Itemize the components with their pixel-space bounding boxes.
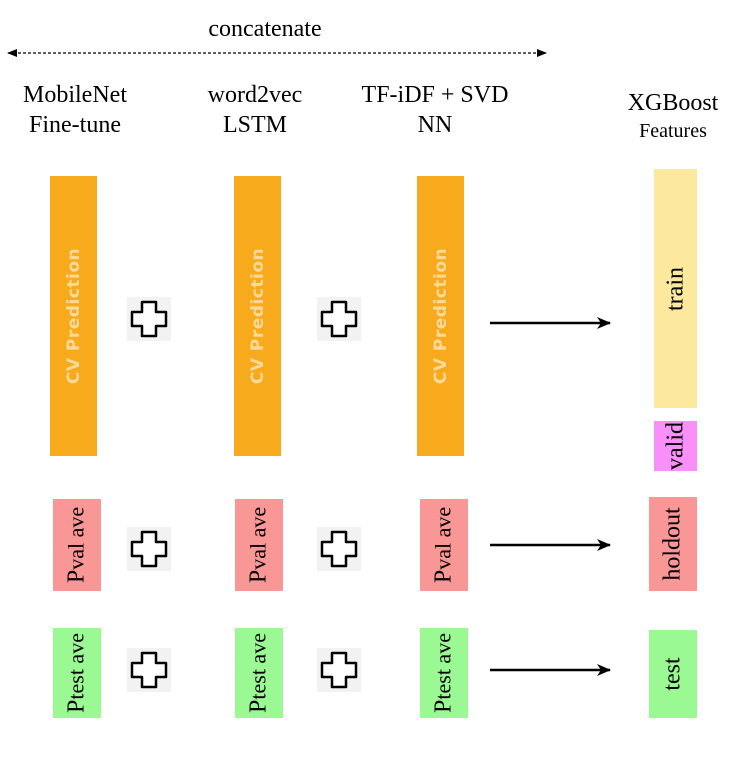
plus-icon <box>317 527 361 571</box>
feature-test-bar: test <box>649 630 697 718</box>
ptest-label: Ptest ave <box>246 633 273 713</box>
ptest-main: P <box>63 699 90 713</box>
cv-prediction-bar-mobilenet: CV Prediction <box>50 176 97 456</box>
pval-label: Pval ave <box>246 507 273 583</box>
pval-bar-mobilenet: Pval ave <box>53 499 101 591</box>
title-xgboost-line1: XGBoost <box>627 90 719 116</box>
cv-prediction-label: CV Prediction <box>430 247 451 385</box>
plus-icon <box>317 648 361 692</box>
ptest-sub: test ave <box>245 633 271 700</box>
ptest-label: Ptest ave <box>64 633 91 713</box>
title-word2vec-line2: LSTM <box>222 112 287 138</box>
title-mobilenet-line1: MobileNet <box>23 82 127 108</box>
ptest-sub: test ave <box>430 633 456 700</box>
plus-icon <box>317 297 361 341</box>
ptest-bar-mobilenet: Ptest ave <box>53 628 101 718</box>
pval-label: Pval ave <box>64 507 91 583</box>
feature-train-label: train <box>662 266 688 311</box>
ptest-bar-tfidf: Ptest ave <box>420 628 468 718</box>
feature-valid-bar: valid <box>654 421 697 471</box>
feature-holdout-label: holdout <box>659 507 686 581</box>
ptest-label: Ptest ave <box>431 633 458 713</box>
feature-train-bar: train <box>654 169 697 408</box>
title-word2vec: word2vec LSTM <box>180 80 330 140</box>
ptest-sub: test ave <box>63 633 89 700</box>
ptest-bar-word2vec: Ptest ave <box>235 628 283 718</box>
pval-sub: val ave <box>63 506 89 570</box>
pval-main: P <box>430 569 457 584</box>
title-word2vec-line1: word2vec <box>207 82 303 108</box>
pval-bar-word2vec: Pval ave <box>235 499 283 591</box>
cv-prediction-bar-word2vec: CV Prediction <box>234 176 281 456</box>
pval-main: P <box>63 569 90 584</box>
pval-bar-tfidf: Pval ave <box>420 499 468 591</box>
pval-sub: val ave <box>245 506 271 570</box>
title-tfidf-line1: TF-iDF + SVD <box>361 82 509 108</box>
feature-valid-label: valid <box>662 422 688 470</box>
title-xgboost: XGBoost Features <box>600 88 746 144</box>
title-tfidf: TF-iDF + SVD NN <box>340 80 530 140</box>
title-tfidf-line2: NN <box>417 112 453 138</box>
pval-sub: val ave <box>430 506 456 570</box>
ptest-main: P <box>430 699 457 713</box>
pval-main: P <box>245 569 272 584</box>
plus-icon <box>127 297 171 341</box>
cv-prediction-bar-tfidf: CV Prediction <box>417 176 464 456</box>
pval-label: Pval ave <box>431 507 458 583</box>
plus-icon <box>127 527 171 571</box>
concatenate-label: concatenate <box>208 16 322 42</box>
title-mobilenet-line2: Fine-tune <box>29 112 121 138</box>
ptest-main: P <box>245 699 272 713</box>
cv-prediction-label: CV Prediction <box>63 247 84 385</box>
feature-test-label: test <box>659 657 686 691</box>
title-xgboost-line2: Features <box>639 120 707 142</box>
plus-icon <box>127 648 171 692</box>
cv-prediction-label: CV Prediction <box>247 247 268 385</box>
feature-holdout-bar: holdout <box>649 497 697 591</box>
title-mobilenet: MobileNet Fine-tune <box>0 80 150 140</box>
